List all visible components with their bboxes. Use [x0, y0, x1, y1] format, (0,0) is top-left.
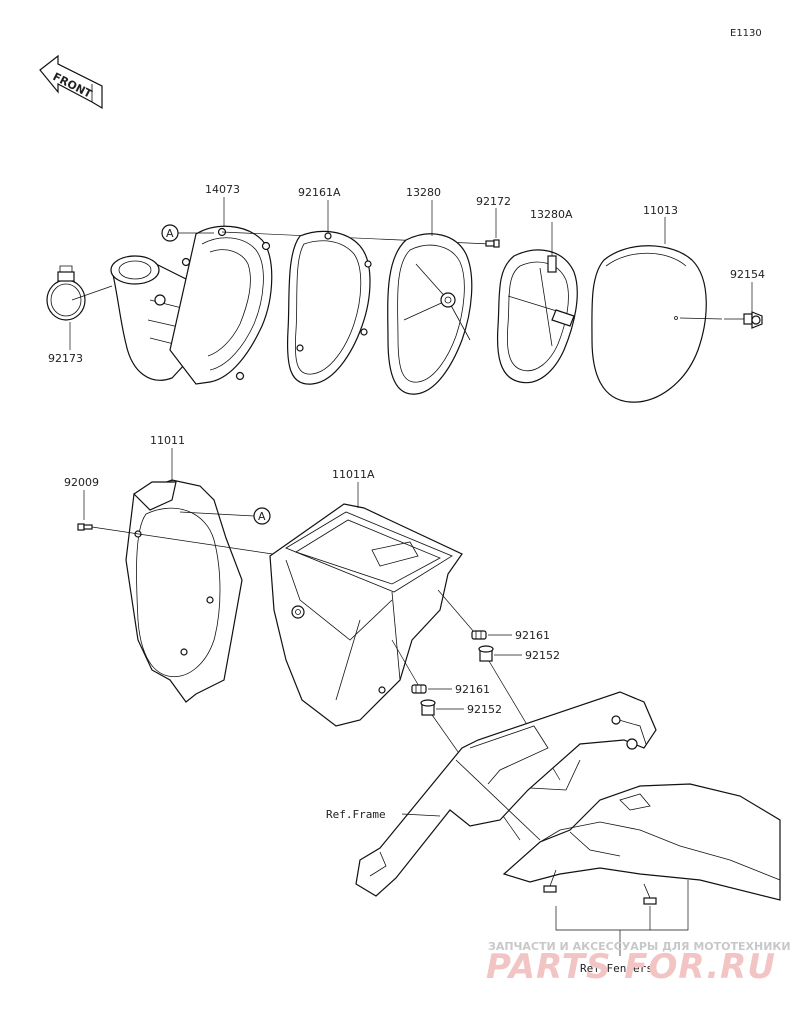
label-92161A: 92161A [298, 186, 341, 199]
ref-marker-a-mid-label: A [258, 510, 266, 523]
ref-marker-a-top-label: A [166, 227, 174, 240]
case-11011a[interactable] [269, 503, 463, 727]
label-92172: 92172 [476, 195, 511, 208]
label-14073: 14073 [205, 183, 240, 196]
label-11011A: 11011A [332, 468, 375, 481]
ref-fenders-label: Ref.Fenders [580, 962, 653, 975]
label-13280: 13280 [406, 186, 441, 199]
fender-reference [502, 783, 781, 901]
ref-frame-label: Ref.Frame [326, 808, 386, 821]
damper-92161-b[interactable] [411, 684, 427, 694]
frame-reference [355, 691, 657, 897]
gasket-92161a[interactable] [286, 230, 372, 385]
label-92154: 92154 [730, 268, 765, 281]
label-11013: 11013 [643, 204, 678, 217]
watermark-line2: PARTS FOR.RU [486, 947, 776, 987]
filter-11013[interactable] [591, 245, 707, 403]
collar-92152-a[interactable] [478, 645, 494, 662]
cage-13280[interactable] [387, 233, 473, 395]
label-92161-a: 92161 [515, 629, 550, 642]
clamp-92173[interactable] [46, 265, 86, 321]
bolt-92154[interactable] [724, 311, 763, 329]
ref-marker-a-top: A [161, 224, 179, 242]
collar-92152-b[interactable] [420, 699, 436, 716]
label-92152-b: 92152 [467, 703, 502, 716]
label-13280A: 13280A [530, 208, 573, 221]
ref-marker-a-mid: A [253, 507, 271, 525]
cover-11011[interactable] [125, 479, 243, 703]
label-92173: 92173 [48, 352, 83, 365]
diagram-code: E1130 [730, 28, 762, 39]
fender-bolt-right[interactable] [643, 883, 657, 905]
label-92161-b: 92161 [455, 683, 490, 696]
fender-bolt-left[interactable] [543, 869, 557, 893]
screw-92009[interactable] [77, 523, 93, 531]
label-92152-a: 92152 [525, 649, 560, 662]
holder-14073[interactable] [169, 225, 273, 385]
label-11011: 11011 [150, 434, 185, 447]
front-arrow-icon: FRONT [39, 54, 103, 110]
label-92009: 92009 [64, 476, 99, 489]
screw-92172[interactable] [485, 239, 500, 248]
watermark-line1: ЗАПЧАСТИ И АКСЕССУАРЫ ДЛЯ МОТОТЕХНИКИ [488, 940, 791, 953]
damper-92161-a[interactable] [471, 630, 487, 640]
frame-13280a[interactable] [496, 249, 578, 384]
